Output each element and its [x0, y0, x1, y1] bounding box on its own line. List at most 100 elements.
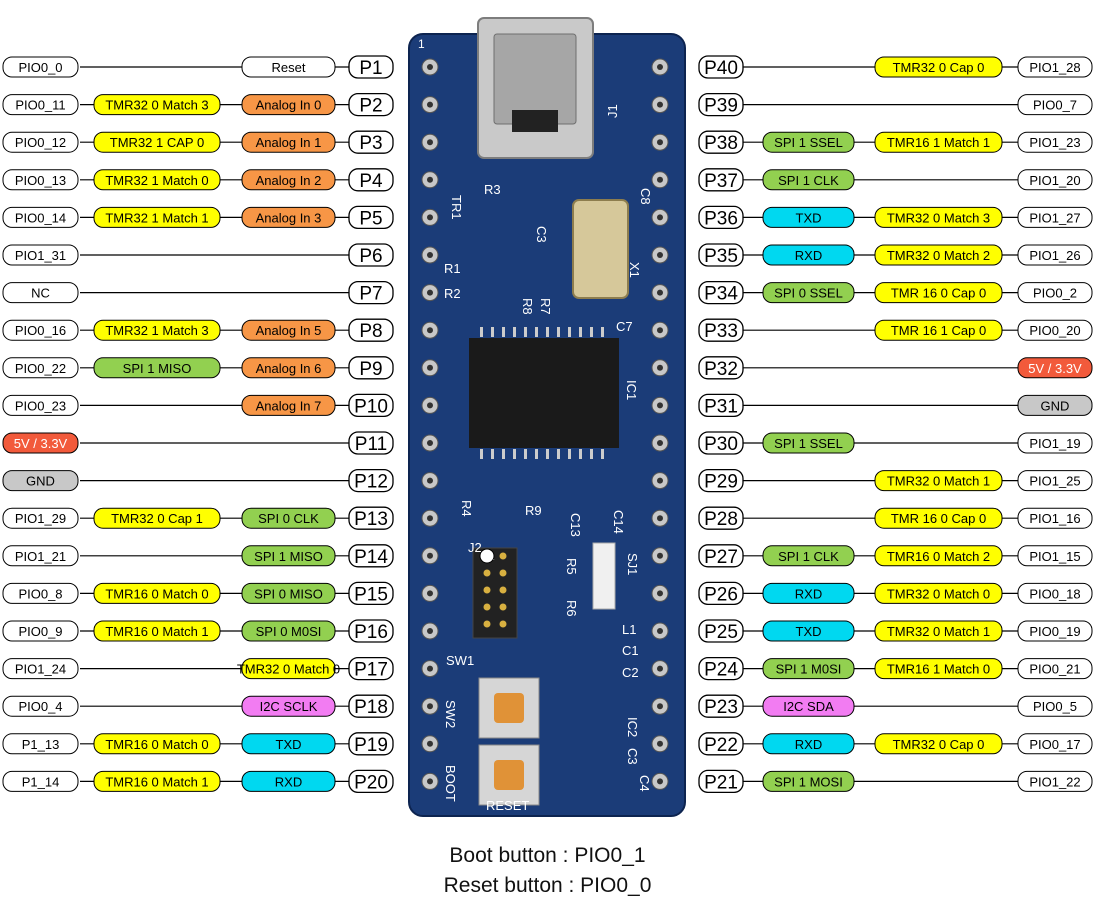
pin-p9-label-0-pill [2, 357, 79, 379]
pin-p29-label-0: TMR32 0 Match 1 [887, 474, 990, 489]
j2-pin [499, 569, 507, 577]
pin-label-p17-box [348, 656, 394, 681]
pin-p10-label-1-pill [241, 394, 336, 416]
pin-p16-label-1: TMR16 0 Match 1 [105, 624, 208, 639]
j2-header [472, 547, 518, 639]
pin-label-p10-box [348, 393, 394, 418]
pin-p2-label-1-pill [93, 94, 221, 116]
pin-label-p18: P18 [354, 697, 388, 718]
pin-label-p19: P19 [354, 735, 388, 756]
silkscreen-label: R5 [564, 558, 579, 575]
pin-p36-label-2-pill [1017, 206, 1093, 228]
pin-p38-label-1-pill [874, 131, 1003, 153]
pin-label-p31: P31 [704, 396, 738, 417]
silkscreen-label: C13 [568, 513, 583, 537]
pin-p5-label-1: TMR32 1 Match 1 [105, 210, 208, 225]
pin-label-p5-box [348, 205, 394, 230]
pin-label-p8: P8 [359, 321, 382, 342]
pin-p11-label-0-pill [2, 432, 79, 454]
pin-p22-label-0-pill [762, 733, 855, 755]
pin-p25-label-0: TXD [796, 624, 822, 639]
pin-p20-label-2: RXD [275, 774, 302, 789]
pin-p24-label-1-pill [874, 658, 1003, 680]
pin-label-p23-box [698, 694, 744, 718]
pin-p26-label-1: TMR32 0 Match 0 [887, 586, 990, 601]
pin-p35-label-0: RXD [795, 248, 822, 263]
pin-label-p16-box [348, 619, 394, 643]
boot-button-caption: Boot button : PIO0_1 [449, 844, 646, 867]
pin-p9-label-1: SPI 1 MISO [123, 361, 192, 376]
silkscreen-label: R7 [538, 298, 553, 315]
pin-p5-label-2: Analog In 3 [256, 210, 322, 225]
pin-label-p30: P30 [704, 434, 738, 455]
pin-p21-label-0: SPI 1 MOSI [774, 774, 843, 789]
pin-p5-label-1-pill [93, 206, 221, 228]
pin-p2-label-0: PIO0_11 [15, 98, 65, 113]
pin-label-p13: P13 [354, 509, 388, 530]
pin-p2-label-2: Analog In 0 [256, 98, 322, 113]
pin-p14-label-1-pill [241, 545, 336, 567]
j2-pin [483, 620, 491, 628]
pin-p32-label-0: 5V / 3.3V [1028, 361, 1082, 376]
pin-p19-label-1-pill [93, 733, 221, 755]
j2-pin [499, 586, 507, 594]
pin-p29-label-1: PIO1_25 [1029, 474, 1080, 489]
pin-label-p24: P24 [704, 660, 738, 681]
pin-p27-label-0: SPI 1 CLK [778, 549, 839, 564]
pin-p8-label-0-pill [2, 319, 79, 341]
pin-p37-label-0: SPI 1 CLK [778, 173, 839, 188]
pin-p4-label-0-pill [2, 169, 79, 191]
ic1-chip [469, 338, 619, 448]
pin-p20-label-1: TMR16 0 Match 1 [105, 774, 208, 789]
pin-p7-label-0: NC [31, 286, 50, 301]
pin-p33-label-1: PIO0_20 [1029, 323, 1080, 338]
pin-p18-label-0-pill [2, 695, 79, 717]
pin-p15-label-2-pill [241, 582, 336, 604]
pin-row-p7: NC P7 [2, 280, 394, 305]
pin-p40-label-0-pill [874, 56, 1003, 78]
pin-label-p29-box [698, 468, 744, 493]
silkscreen-label: C7 [616, 319, 633, 334]
silkscreen-label: IC1 [624, 380, 639, 400]
pin-p33-label-1-pill [1017, 319, 1093, 341]
pin-p9-label-2-pill [241, 357, 336, 379]
pin-label-p25-box [698, 619, 744, 643]
pin-label-p13-box [348, 506, 394, 530]
pin-p26-label-2-pill [1017, 582, 1093, 604]
pin-p3-label-1: TMR32 1 CAP 0 [110, 135, 204, 150]
pin-label-p31-box [698, 393, 744, 418]
pin-p28-label-0: TMR 16 0 Cap 0 [891, 511, 986, 526]
pin-p8-label-2: Analog In 5 [256, 323, 322, 338]
silkscreen-label: SJ1 [625, 553, 640, 575]
pin-label-p38: P38 [704, 133, 738, 154]
pin-p16-label-2-pill [241, 620, 336, 642]
pin-label-p24-box [698, 656, 744, 681]
sj1-jumper [592, 542, 616, 610]
j2-pin [483, 603, 491, 611]
pin-p38-label-1: TMR16 1 Match 1 [887, 135, 990, 150]
boot-button-body [478, 677, 540, 739]
pin-p1-label-0-pill [2, 56, 79, 78]
pin-p28-label-0-pill [874, 507, 1003, 529]
pin-p30-label-0: SPI 1 SSEL [774, 436, 843, 451]
pin-p34-label-0: SPI 0 SSEL [774, 286, 843, 301]
pin-p21-label-1-pill [1017, 770, 1093, 792]
pin-p1-label-0: PIO0_0 [18, 60, 62, 75]
pin-label-p10: P10 [354, 396, 388, 417]
pin-p21-label-1: PIO1_22 [1029, 774, 1080, 789]
pin-label-p7: P7 [359, 284, 382, 305]
pin-label-p26-box [698, 581, 744, 606]
pin-label-p39-box [698, 92, 744, 117]
pin-label-p21: P21 [704, 772, 738, 793]
silkscreen-label: L1 [622, 622, 636, 637]
